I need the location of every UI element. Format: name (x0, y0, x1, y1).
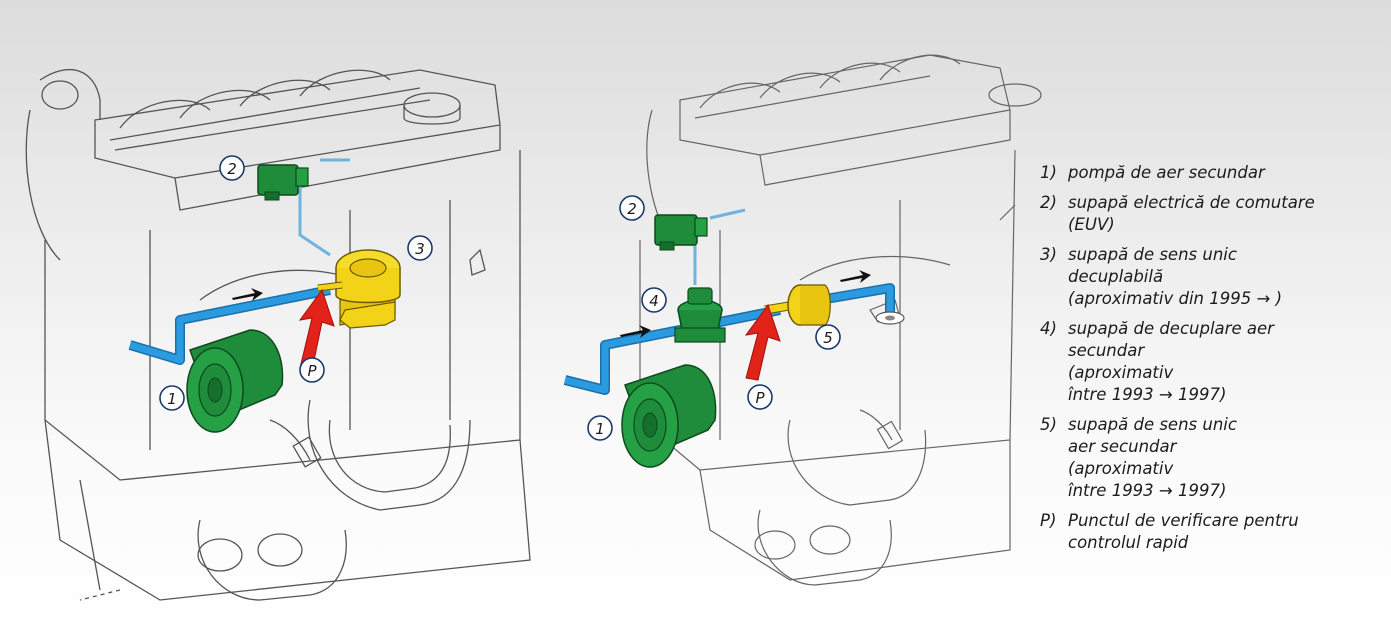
callout-right-5: 5 (815, 324, 841, 350)
callout-left-2: 2 (219, 155, 245, 181)
right-test-point-arrow-icon (744, 303, 781, 381)
callout-left-1: 1 (159, 385, 185, 411)
legend-text: Punctul de verificare pentru controlul r… (1068, 511, 1299, 552)
legend-item-p: P) Punctul de verificare pentru controlu… (1040, 510, 1385, 554)
legend-text: pompă de aer secundar (1068, 163, 1265, 182)
svg-text:1: 1 (595, 420, 605, 438)
callout-right-p: P (747, 384, 773, 410)
right-flow-arrow-icon (620, 325, 651, 338)
legend-number: P) (1040, 511, 1057, 530)
svg-text:2: 2 (227, 160, 237, 178)
svg-text:2: 2 (627, 200, 637, 218)
callout-right-4: 4 (641, 287, 667, 313)
legend-number: 4) (1040, 319, 1057, 338)
callout-left-3: 3 (407, 235, 433, 261)
legend-number: 2) (1040, 193, 1057, 212)
svg-text:4: 4 (649, 292, 659, 310)
right-air-pump-icon (621, 364, 717, 468)
left-air-pump-icon (186, 329, 284, 433)
legend-item-1: 1) pompă de aer secundar (1040, 162, 1385, 184)
legend-item-2: 2) supapă electrică de comutare (EUV) (1040, 192, 1385, 236)
callout-right-2: 2 (619, 195, 645, 221)
right-blue-pipe (563, 283, 905, 395)
left-control-line (298, 158, 350, 257)
legend-text: supapă de sens unic decuplabilă (aproxim… (1068, 245, 1283, 308)
legend-text: supapă electrică de comutare (EUV) (1068, 193, 1315, 234)
legend-number: 1) (1040, 163, 1057, 182)
left-engine-outline (25, 69, 531, 601)
svg-text:1: 1 (167, 390, 177, 408)
legend-number: 5) (1040, 415, 1057, 434)
left-test-point-arrow-icon (298, 288, 335, 371)
left-euv-valve-icon (257, 164, 309, 201)
right-euv-valve-icon (654, 214, 708, 251)
legend-item-5: 5) supapă de sens unic aer secundar (apr… (1040, 414, 1385, 502)
svg-text:3: 3 (415, 240, 425, 258)
left-blue-pipe (128, 285, 331, 365)
svg-text:5: 5 (823, 329, 833, 347)
right-control-line (693, 208, 746, 285)
legend-number: 3) (1040, 245, 1057, 264)
legend-text: supapă de sens unic aer secundar (aproxi… (1068, 415, 1237, 500)
legend-text: supapă de decuplare aer secundar (aproxi… (1068, 319, 1274, 404)
svg-text:P: P (755, 389, 765, 407)
legend-item-4: 4) supapă de decuplare aer secundar (apr… (1040, 318, 1385, 406)
right-decoupling-valve-icon (674, 287, 726, 343)
svg-text:P: P (307, 362, 317, 380)
callout-right-1: 1 (587, 415, 613, 441)
callout-left-p: P (299, 357, 325, 383)
left-check-valve-icon (317, 249, 401, 329)
left-flow-arrow-icon (232, 288, 263, 301)
right-check-valve-icon (764, 284, 831, 326)
legend: 1) pompă de aer secundar 2) supapă elect… (1040, 162, 1385, 562)
right-outlet-flow-arrow-icon (840, 270, 871, 283)
legend-item-3: 3) supapă de sens unic decuplabilă (apro… (1040, 244, 1385, 310)
